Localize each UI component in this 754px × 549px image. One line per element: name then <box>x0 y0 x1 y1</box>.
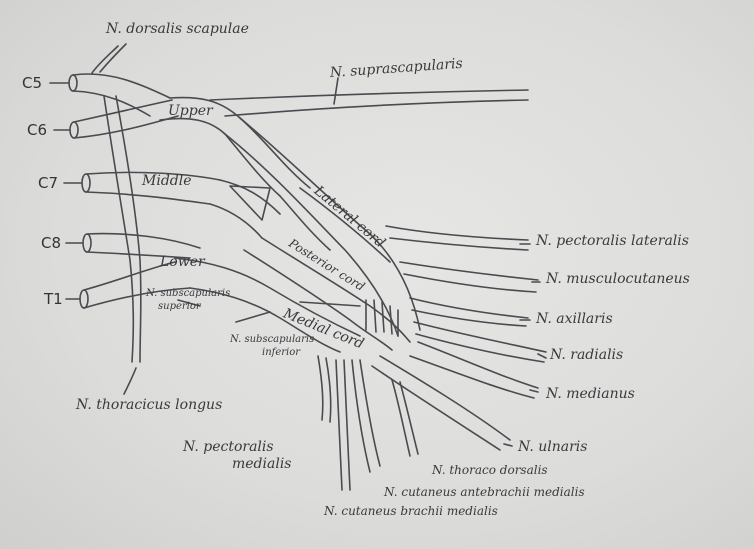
axillaris-nerve <box>409 297 529 327</box>
suprascapularis-nerve <box>209 89 529 117</box>
subscapularis-superior-label-line2: superior <box>158 301 201 312</box>
pectoralis-medialis-label-line2: medialis <box>232 456 292 472</box>
label-pointers <box>177 243 547 447</box>
root-stubs <box>49 82 84 300</box>
lower-trunk-label: Lower <box>160 254 205 270</box>
upper-trunk-label: Upper <box>168 103 213 119</box>
ulnaris-label: N. ulnaris <box>518 439 588 455</box>
cutaneus-antebrachii-medialis-label: N. cutaneus antebrachii medialis <box>384 485 585 499</box>
cutaneus-brachii-medialis-label: N. cutaneus brachii medialis <box>324 504 498 518</box>
root-label-c8: C8 <box>41 234 62 252</box>
thoracodorsalis-nerve <box>391 379 419 457</box>
musculocutaneus-label: N. musculocutaneus <box>546 271 690 287</box>
root-label-c7: C7 <box>38 174 59 192</box>
thoracicus-longus-pointer <box>123 367 137 395</box>
cutaneus-brachii-medialis-nerve <box>335 359 351 491</box>
subscapularis-branches <box>299 299 399 337</box>
middle-trunk-label: Middle <box>142 173 192 189</box>
pectoralis-medialis-nerve <box>317 355 332 423</box>
thoracicus-longus-label: N. thoracicus longus <box>76 397 223 413</box>
pectoralis-lateralis-label: N. pectoralis lateralis <box>536 233 689 249</box>
dorsalis-scapulae-nerve <box>91 43 127 74</box>
musculocutaneus-nerve <box>399 261 539 293</box>
axillaris-label: N. axillaris <box>536 311 613 327</box>
thoracodorsalis-label: N. thoraco dorsalis <box>432 463 548 477</box>
ulnaris-nerve <box>371 355 511 451</box>
root-c5-tube <box>68 73 171 117</box>
dorsalis-scapulae-label: N. dorsalis scapulae <box>106 21 249 37</box>
pectoralis-medialis-label-line1: N. pectoralis <box>183 439 274 455</box>
thoracicus-longus-nerve <box>103 95 142 363</box>
subscapularis-superior-label-line1: N. subscapularis <box>146 288 231 299</box>
root-label-t1: T1 <box>44 290 63 308</box>
root-c8-tube <box>82 232 201 259</box>
medianus-nerve <box>409 341 539 399</box>
lateral-cord <box>224 117 421 337</box>
radialis-nerve <box>413 321 547 363</box>
division-lines <box>229 185 391 263</box>
middle-trunk <box>209 179 281 239</box>
cutaneus-antebrachii-medialis-nerve <box>351 359 381 473</box>
root-label-c6: C6 <box>27 121 48 139</box>
lower-trunk <box>174 257 361 353</box>
subscapularis-inferior-label-line2: inferior <box>262 347 301 358</box>
subscapularis-inferior-label-line1: N. subscapularis <box>230 334 315 345</box>
medianus-label: N. medianus <box>546 386 635 402</box>
suprascapularis-pointer <box>333 77 339 105</box>
pectoralis-lateralis-nerve <box>385 225 529 251</box>
root-label-c5: C5 <box>22 74 43 92</box>
radialis-label: N. radialis <box>550 347 624 363</box>
